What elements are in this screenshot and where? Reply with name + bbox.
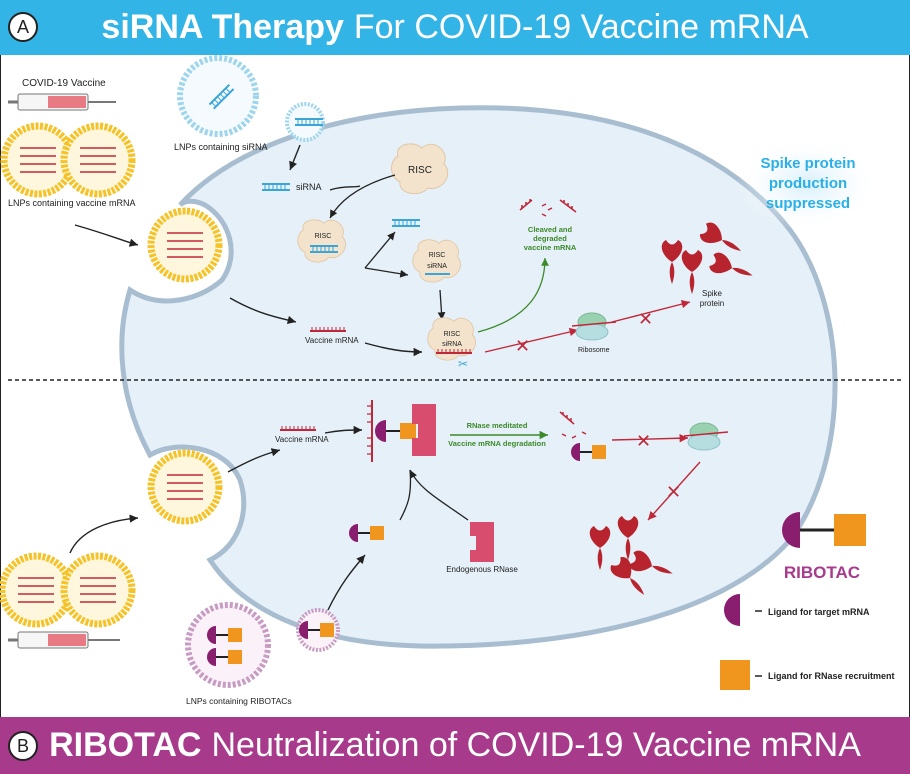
label-risc-final-2: siRNA	[442, 341, 462, 348]
top-banner: A siRNA Therapy For COVID-19 Vaccine mRN…	[0, 0, 910, 55]
label-spike-2: protein	[700, 299, 724, 308]
ribotac-complex-icon	[367, 400, 436, 462]
legend-ribotac-title: RIBOTAC	[784, 563, 860, 582]
legend-target-ligand-icon	[724, 594, 740, 626]
label-risc-sirna-2: siRNA	[427, 263, 447, 270]
panel-letter-a: A	[8, 12, 38, 42]
lnp-vaccine-icon-1	[4, 126, 72, 194]
block-cross-icon-1: ✕	[515, 336, 530, 356]
block-cross-icon-3: ✕	[636, 431, 651, 451]
lnp-sirna-fusing-icon	[285, 102, 325, 142]
label-cleaved-3: vaccine mRNA	[524, 243, 577, 252]
ribotac-legend-icon	[782, 512, 866, 548]
block-cross-icon-2: ✕	[638, 309, 653, 329]
label-ribosome: Ribosome	[578, 347, 610, 354]
endogenous-rnase-icon	[470, 522, 494, 562]
label-vaccine-mrna-b: Vaccine mRNA	[275, 435, 329, 444]
bottom-banner-title: Neutralization of COVID-19 Vaccine mRNA	[211, 726, 861, 764]
arrow-blocked-translation-b	[611, 434, 689, 443]
syringe-icon-top	[8, 93, 116, 111]
lnp-vaccine-icon-3	[2, 556, 70, 624]
arrow-mrna-release-b	[227, 448, 281, 473]
arrow-risc-activate	[364, 267, 409, 278]
label-lnp-ribotac: LNPs containing RIBOTACs	[186, 696, 292, 706]
lnp-vaccine-icon-2	[64, 126, 132, 194]
top-banner-bold: siRNA Therapy	[101, 8, 344, 46]
syringe-icon-bottom	[8, 631, 120, 649]
arrow-lnp-entry-b	[69, 514, 139, 554]
diagram-canvas: COVID-19 Vaccine LNPs containing vaccine…	[0, 55, 902, 706]
bottom-banner: B RIBOTAC Neutralization of COVID-19 Vac…	[0, 717, 910, 774]
arrow-lnp-entry	[74, 224, 139, 247]
ribosome-icon	[571, 312, 617, 341]
label-spike-1: Spike	[702, 289, 723, 298]
label-suppressed-2: production	[769, 175, 847, 192]
legend-target-label: Ligand for target mRNA	[768, 607, 870, 617]
label-cleaved-2: degraded	[533, 234, 567, 243]
label-lnp-vaccine: LNPs containing vaccine mRNA	[8, 198, 136, 208]
block-cross-icon-4: ✕	[666, 482, 681, 502]
lnp-sirna-icon	[177, 55, 259, 137]
scissors-icon: ✂	[458, 357, 468, 371]
arrow-mrna-to-complex	[324, 425, 363, 435]
arrow-ribotac-bind	[399, 469, 412, 521]
label-sirna: siRNA	[296, 182, 322, 192]
arrow-mrna-release	[229, 297, 297, 325]
label-suppressed-3: suppressed	[766, 195, 850, 212]
arrow-rnase-recruit	[409, 469, 469, 521]
label-cleaved-1: Cleaved and	[528, 225, 573, 234]
arrow-blocked-translation	[484, 327, 579, 353]
panel-letter-b: B	[8, 731, 38, 761]
label-vaccine-mrna-a: Vaccine mRNA	[305, 336, 359, 345]
label-suppressed-1: Spike protein	[760, 155, 855, 172]
bottom-banner-bold: RIBOTAC	[49, 726, 202, 764]
arrow-ribotac-entry	[327, 554, 366, 611]
arrow-risc-release	[364, 231, 396, 269]
label-degradation: Vaccine mRNA degradation	[448, 439, 546, 448]
arrow-to-cleaved	[477, 257, 549, 333]
arrow-sirna-entry	[289, 144, 301, 171]
risc-sirna-icon	[412, 239, 461, 283]
label-risc-final-1: RISC	[444, 331, 461, 338]
label-rnase-mediated: RNase meditated	[467, 421, 528, 430]
top-banner-title: For COVID-19 Vaccine mRNA	[353, 8, 809, 46]
degraded-mrna-icon	[559, 411, 587, 439]
lnp-endocytosis-icon-b	[151, 453, 219, 521]
cleaved-mrna-icon	[519, 199, 577, 217]
suppressed-glow	[736, 138, 880, 230]
legend-rnase-ligand-icon	[720, 660, 750, 690]
arrow-mrna-to-risc	[364, 342, 423, 357]
label-risc-sirna-1: RISC	[429, 252, 446, 259]
lnp-ribotac-fusing-icon	[296, 608, 340, 652]
ribosome-icon-b	[683, 422, 729, 451]
arrow-blocked-spike	[611, 300, 691, 323]
arrow-risc-to-target	[437, 289, 446, 321]
lnp-vaccine-icon-4	[64, 556, 132, 624]
arrow-risc-to-small	[329, 174, 396, 219]
risc-loaded-icon	[297, 219, 346, 263]
label-risc-small: RISC	[315, 233, 332, 240]
label-covid-vaccine: COVID-19 Vaccine	[22, 78, 106, 89]
arrow-sirna-join	[329, 185, 361, 191]
label-endogenous: Endogenous RNase	[446, 565, 518, 574]
legend-rnase-label: Ligand for RNase recruitment	[768, 671, 895, 681]
label-lnp-sirna: LNPs containing siRNA	[174, 142, 268, 152]
arrow-blocked-spike-b	[647, 461, 701, 521]
lnp-endocytosis-icon	[151, 211, 219, 279]
lnp-ribotac-icon	[185, 602, 271, 688]
label-risc: RISC	[408, 165, 432, 176]
